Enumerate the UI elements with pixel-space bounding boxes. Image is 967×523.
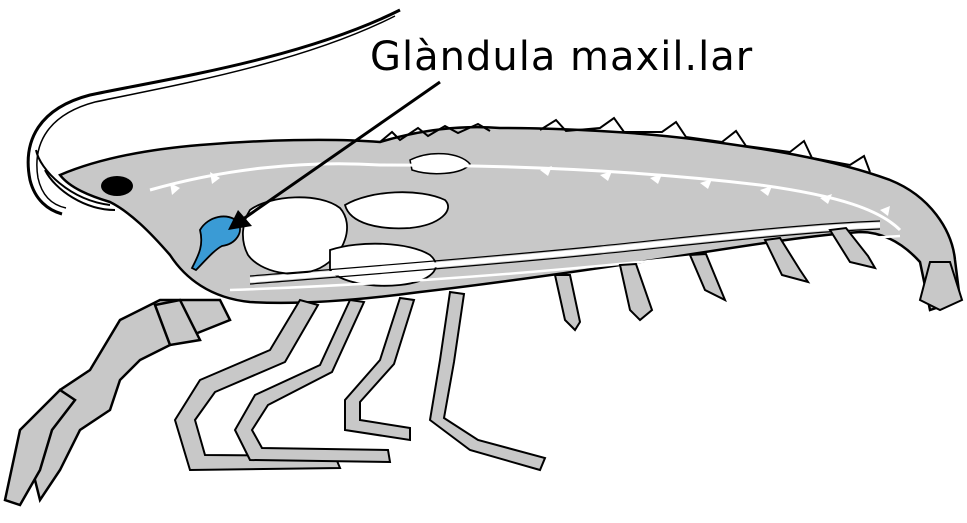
body-outline <box>60 127 960 310</box>
gland-label: Glàndula maxil.lar <box>370 34 753 80</box>
eye-icon <box>101 176 133 196</box>
